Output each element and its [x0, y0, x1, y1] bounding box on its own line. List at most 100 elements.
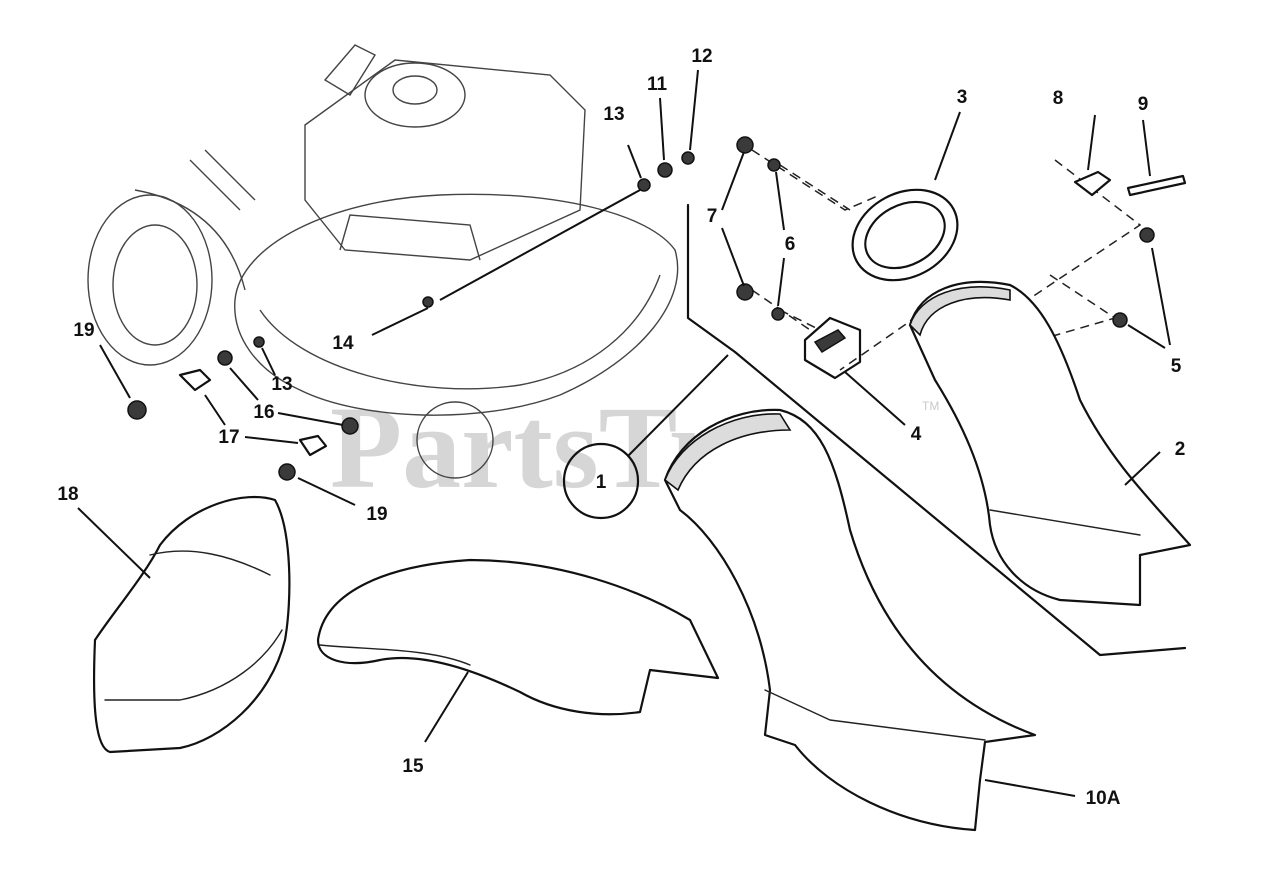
deflector-18-body [92, 495, 291, 754]
callout-18: 18 [57, 484, 78, 505]
part-1-leader [627, 354, 729, 457]
mower-deck-rim [259, 274, 661, 390]
callout-11: 11 [647, 74, 668, 95]
dashed-line-nut-upper [779, 164, 851, 211]
callout-7: 7 [707, 206, 718, 227]
screw-5-upper [1139, 227, 1155, 243]
part-16b-leader [277, 412, 344, 426]
part-1-bracket-line [686, 203, 1187, 657]
engine-cap [392, 75, 438, 105]
callout-15: 15 [402, 756, 424, 777]
shield-15-edge [319, 644, 471, 666]
dashed-line-bolt-upper [751, 149, 881, 211]
hinge-pin [813, 329, 847, 354]
mower-assembly-illustration [87, 44, 679, 479]
part-6-leader-lower [777, 257, 785, 307]
hardware-left [127, 151, 695, 481]
part-19b-leader [297, 477, 356, 506]
bolt-14 [422, 296, 434, 308]
wingnut-17-upper [178, 368, 212, 392]
nut-19-lower [278, 463, 296, 481]
hardware-upper-right [736, 136, 1187, 328]
part-16a-leader [229, 367, 259, 401]
handle-stub [189, 149, 256, 211]
chute-10a-rim [664, 413, 792, 492]
deflector-18-fold [104, 629, 283, 701]
hardware-leaders [99, 69, 1171, 506]
callout-16: 16 [253, 402, 274, 423]
rear-wheel-bracket [134, 189, 246, 291]
bolt-13-lower [253, 336, 265, 348]
part-6-leader-upper [775, 171, 785, 231]
part-4-leader [844, 371, 906, 426]
chute-10a-body [663, 408, 1037, 832]
part-18-deflector [77, 495, 291, 754]
callout-3: 3 [957, 87, 968, 108]
front-wheel [416, 401, 494, 479]
part-10a-leader [984, 779, 1076, 797]
callout-labels: 1 2 3 4 5 6 7 8 9 10A 11 12 13 13 14 15 … [57, 46, 1185, 809]
part-4-hinge [803, 316, 906, 426]
part-13a-leader [627, 144, 642, 179]
part-10a-chute [663, 408, 1076, 832]
hinge-plate [803, 316, 862, 380]
chute-10a-fold [764, 689, 986, 741]
callout-4: 4 [911, 424, 922, 445]
part-17a-leader [204, 394, 226, 426]
screw-5-lower [1112, 312, 1128, 328]
callout-1: 1 [596, 472, 607, 493]
callout-13-upper: 13 [603, 104, 624, 125]
part-14-leader [371, 307, 429, 336]
engine-base [339, 214, 481, 261]
engine-top-cover [364, 62, 466, 128]
callout-19-lower: 19 [366, 504, 387, 525]
part-1-callout-circle [562, 442, 640, 520]
part-19a-leader [99, 344, 131, 399]
watermark-trademark: TM [922, 399, 939, 413]
flange-ring-inner [864, 200, 946, 270]
callout-17: 17 [218, 427, 239, 448]
bolt-13-upper [637, 178, 651, 192]
part-12-leader [689, 69, 699, 151]
part-2-leader [1124, 451, 1161, 486]
mower-deck-outline [234, 193, 679, 416]
part-11-leader [659, 97, 665, 161]
part-18-leader [77, 507, 151, 579]
part-13b-leader [261, 347, 276, 376]
callout-5: 5 [1171, 356, 1182, 377]
spacer-11 [657, 162, 673, 178]
callout-13-lower: 13 [271, 374, 292, 395]
dashed-line-nut-lower [779, 309, 821, 331]
part-3-leader [934, 111, 961, 181]
callout-19-upper: 19 [73, 320, 94, 341]
part-2-chute [908, 280, 1192, 607]
part-5-leader-lower [1127, 324, 1166, 349]
part-7-leader-lower [721, 227, 745, 287]
part-17b-leader [244, 436, 299, 444]
callout-6: 6 [785, 234, 796, 255]
callout-12: 12 [691, 46, 712, 67]
callout-10a: 10A [1086, 788, 1121, 809]
nut-6-lower [771, 307, 785, 321]
rear-wheel-inner [112, 224, 198, 346]
pin-9 [1126, 174, 1187, 197]
part-9-leader [1142, 119, 1151, 177]
nut-12 [681, 151, 695, 165]
wingnut-17-lower [298, 434, 328, 457]
bolt-7-upper [736, 136, 754, 154]
latch-8 [1073, 170, 1112, 197]
chute-2-fold [989, 509, 1141, 536]
nut-19-upper [127, 400, 147, 420]
rear-wheel-outer [87, 194, 213, 366]
engine-pull-handle [323, 44, 377, 96]
washer-16-upper [217, 350, 233, 366]
callout-2: 2 [1175, 439, 1186, 460]
part-8-leader [1087, 114, 1096, 171]
chute-2-rim [909, 286, 1011, 337]
part-3-flange [851, 111, 961, 282]
part-5-leader-upper [1151, 247, 1171, 346]
bolt-7-lower [736, 283, 754, 301]
callout-14: 14 [332, 333, 354, 354]
